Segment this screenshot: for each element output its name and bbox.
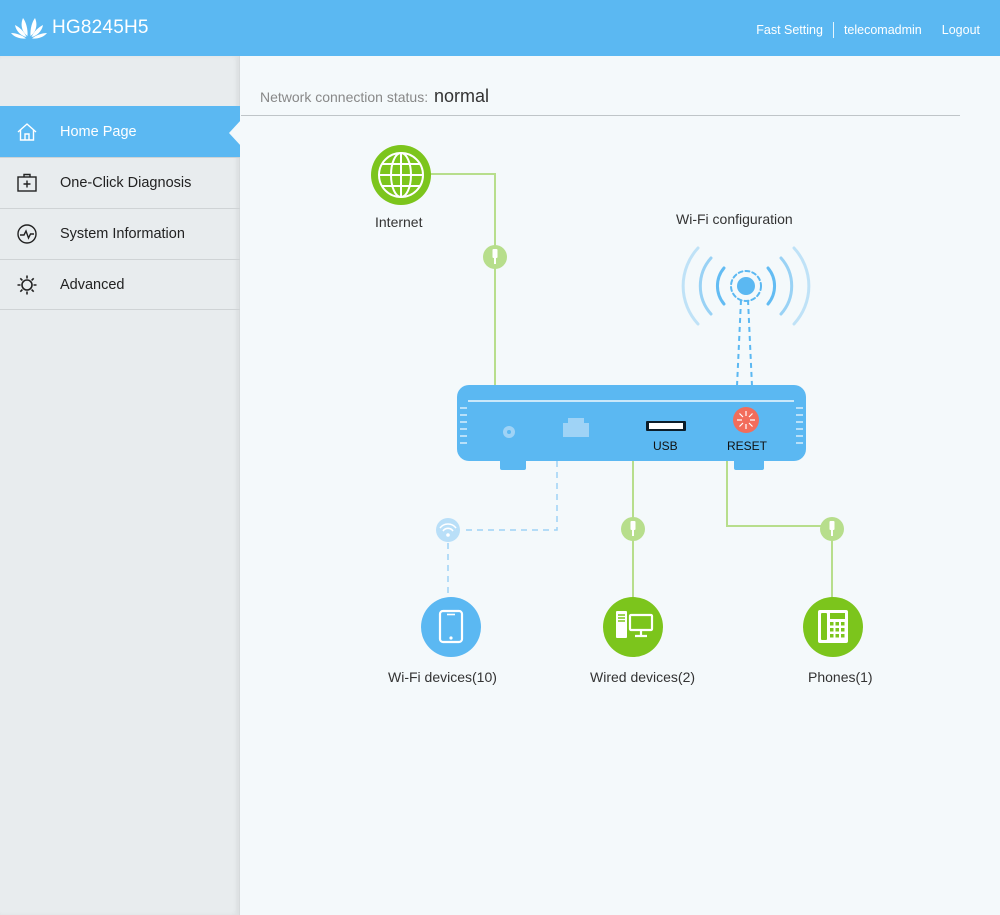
- sidebar-item-label: One-Click Diagnosis: [60, 175, 192, 191]
- status-label: Network connection status:: [260, 89, 429, 105]
- status-divider: [241, 115, 960, 116]
- wifi-devices-line: [461, 461, 558, 531]
- internet-line: [430, 173, 496, 386]
- nav-separator: [832, 22, 834, 38]
- antenna-lines: [736, 299, 753, 387]
- user-link[interactable]: telecomadmin: [843, 23, 922, 37]
- first-aid-icon: [2, 158, 52, 209]
- wifi-config-label[interactable]: Wi-Fi configuration: [676, 211, 793, 227]
- topology-diagram: [430, 173, 844, 601]
- usb-label: USB: [653, 439, 678, 453]
- wifi-waves-icon: [681, 246, 811, 326]
- top-header: HG8245H5 Fast Setting telecomadmin Logou…: [0, 0, 1000, 56]
- logout-link[interactable]: Logout: [941, 23, 980, 37]
- sidebar-item-diagnosis[interactable]: One-Click Diagnosis: [0, 157, 240, 208]
- gear-icon: [2, 259, 52, 310]
- sidebar-item-label: System Information: [60, 226, 185, 242]
- telephone-icon[interactable]: [802, 596, 864, 658]
- sidebar-item-home[interactable]: Home Page: [0, 106, 241, 158]
- phones-line: [726, 461, 833, 601]
- fast-setting-link[interactable]: Fast Setting: [756, 23, 823, 37]
- sidebar-item-advanced[interactable]: Advanced: [0, 259, 240, 310]
- status-value: normal: [433, 86, 490, 106]
- huawei-logo: [11, 18, 47, 39]
- pulse-icon: [2, 209, 52, 260]
- wired-connector-icon: [621, 517, 645, 541]
- top-nav: Fast Setting telecomadmin Logout: [746, 22, 990, 38]
- sidebar-item-system-info[interactable]: System Information: [0, 208, 240, 259]
- network-status: Network connection status: normal: [260, 86, 489, 107]
- reset-label: RESET: [727, 439, 768, 453]
- internet-connector-icon: [483, 245, 507, 269]
- sidebar-item-label: Advanced: [60, 276, 125, 293]
- phones-label[interactable]: Phones(1): [808, 669, 873, 685]
- internet-label: Internet: [375, 214, 423, 230]
- tablet-icon[interactable]: [420, 596, 482, 658]
- wired-devices-label[interactable]: Wired devices(2): [590, 669, 696, 685]
- wifi-devices-label[interactable]: Wi-Fi devices(10): [388, 669, 497, 685]
- sidebar-menu: Home Page One-Click Diagnosis System Inf…: [0, 106, 241, 310]
- home-icon: [2, 107, 52, 158]
- internet-globe-icon[interactable]: [370, 144, 432, 206]
- router-body: [457, 385, 806, 470]
- phones-connector-icon: [820, 517, 844, 541]
- device-model: HG8245H5: [52, 17, 149, 38]
- sidebar-item-label: Home Page: [60, 124, 137, 140]
- sidebar: Home Page One-Click Diagnosis System Inf…: [0, 56, 241, 915]
- wifi-small-icon: [436, 518, 460, 542]
- desktop-computer-icon[interactable]: [602, 596, 664, 658]
- main-content: Network connection status: normal: [241, 56, 1000, 915]
